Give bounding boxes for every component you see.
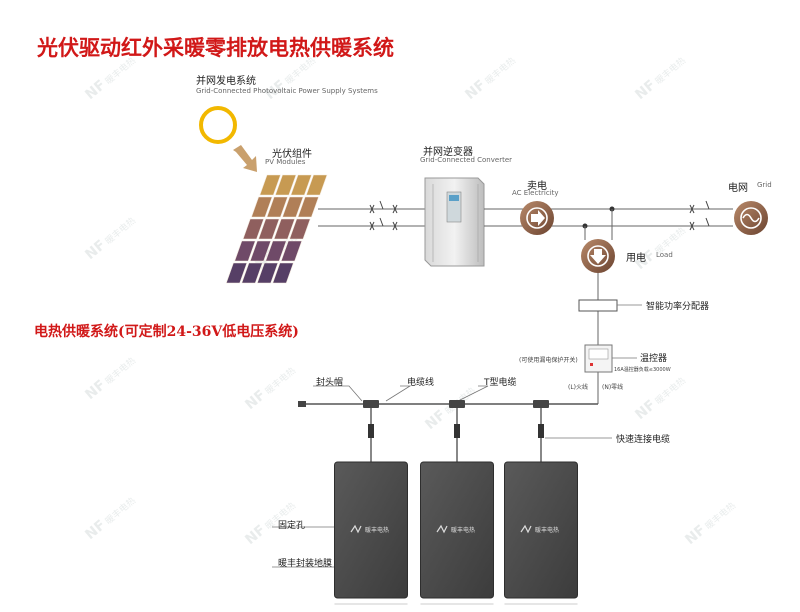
power-distributor-icon: [578, 299, 618, 312]
pv-system-label: 并网发电系统: [196, 76, 256, 87]
pv-cell: [272, 262, 294, 284]
heating-panel: [420, 461, 494, 599]
svg-text:暖丰电热: 暖丰电热: [483, 55, 518, 87]
pv-cell: [274, 174, 297, 196]
pv-array-icon: [225, 174, 328, 284]
pv-cell: [265, 240, 287, 262]
end-cap-icon: [298, 401, 306, 407]
load-icon: [581, 239, 615, 273]
svg-text:暖丰电热: 暖丰电热: [103, 355, 138, 387]
pv-cell: [290, 174, 312, 196]
svg-text:暖丰电热: 暖丰电热: [653, 375, 688, 407]
panel-logo-icon: 暖丰电热: [436, 524, 475, 534]
dc-line: [318, 208, 430, 227]
load-label-en: Load: [656, 251, 673, 259]
end-cap-label: 封头帽: [316, 378, 344, 388]
pv-cell: [305, 174, 328, 196]
converter-label: 并网逆变器: [423, 147, 473, 158]
heater-group: 暖丰电热 暖丰电热 暖丰电热: [334, 400, 578, 605]
svg-text:暖丰电热: 暖丰电热: [103, 495, 138, 527]
heating-panel: [334, 461, 408, 599]
svg-text:暖丰电热: 暖丰电热: [263, 365, 298, 397]
pv-cell: [251, 196, 273, 218]
sell-label: 卖电: [527, 181, 547, 192]
load-label: 用电: [626, 253, 646, 264]
controller-spec: 16A温控器负载≤3000W: [614, 367, 671, 373]
pv-cell: [289, 218, 311, 240]
pv-cell: [266, 196, 289, 218]
quick-cable-label: 快速连接电缆: [616, 435, 671, 445]
pv-cell: [297, 196, 320, 218]
grid-label: 电网: [728, 183, 748, 194]
sunlight-arrow-icon: [233, 145, 257, 172]
controller-label: 温控器: [640, 354, 668, 364]
converter-label-en: Grid-Connected Converter: [420, 156, 512, 164]
pv-modules-label: 光伏组件: [272, 149, 312, 160]
leader-lines: [272, 385, 612, 568]
t-connector-icon: [363, 400, 379, 408]
load-branch: [584, 209, 613, 404]
inverter-icon: [424, 177, 485, 267]
fixing-hole-label: 固定孔: [278, 521, 306, 531]
pv-cell: [234, 240, 256, 262]
svg-text:暖丰电热: 暖丰电热: [703, 500, 738, 532]
sell-electricity-icon: [520, 201, 554, 235]
pv-cell: [273, 218, 296, 240]
cable-label: 电缆线: [407, 378, 435, 388]
svg-text:暖丰电热: 暖丰电热: [103, 215, 138, 247]
thermostat-icon: [584, 344, 613, 373]
sun-icon: [199, 106, 237, 144]
film-label: 暖丰封装地膜: [278, 559, 333, 569]
pv-cell: [249, 240, 272, 262]
svg-text:暖丰电热: 暖丰电热: [535, 526, 559, 534]
controller-note: (可使用漏电保护开关): [519, 357, 578, 364]
section-subtitle: 电热供暖系统(可定制24-36V低电压系统): [34, 324, 299, 340]
ac-breaker-icon: [689, 200, 710, 231]
page-title: 光伏驱动红外采暖零排放电热供暖系统: [37, 35, 394, 60]
grid-icon: [734, 201, 768, 235]
panel-logo-icon: 暖丰电热: [350, 524, 389, 534]
svg-text:暖丰电热: 暖丰电热: [365, 526, 389, 534]
dc-breaker-icon: [369, 200, 398, 231]
pv-cell: [282, 196, 304, 218]
heating-panel: [504, 461, 578, 599]
svg-text:暖丰电热: 暖丰电热: [451, 526, 475, 534]
pv-cell: [242, 218, 265, 240]
pv-cell: [280, 240, 303, 262]
live-wire-label: (L)火线: [568, 384, 589, 391]
pv-modules-label-en: PV Modules: [265, 158, 306, 166]
t-connector-icon: [533, 400, 549, 408]
sell-label-en: AC Electricity: [512, 189, 559, 197]
pv-cell: [258, 218, 280, 240]
grid-label-en: Grid: [757, 181, 772, 189]
distributor-label: 智能功率分配器: [646, 302, 710, 312]
panel-logo-icon: 暖丰电热: [520, 524, 559, 534]
pv-cell: [256, 262, 279, 284]
t-connector-icon: [449, 400, 465, 408]
quick-connector-icon: [454, 424, 460, 438]
pv-system-label-en: Grid-Connected Photovoltaic Power Supply…: [196, 87, 378, 95]
quick-connector-icon: [538, 424, 544, 438]
pv-cell: [241, 262, 263, 284]
neutral-wire-label: (N)零线: [602, 384, 624, 391]
quick-connector-icon: [368, 424, 374, 438]
svg-text:暖丰电热: 暖丰电热: [653, 55, 688, 87]
t-cable-label: T型电缆: [484, 378, 517, 388]
pv-cell: [259, 174, 281, 196]
pv-cell: [225, 262, 248, 284]
